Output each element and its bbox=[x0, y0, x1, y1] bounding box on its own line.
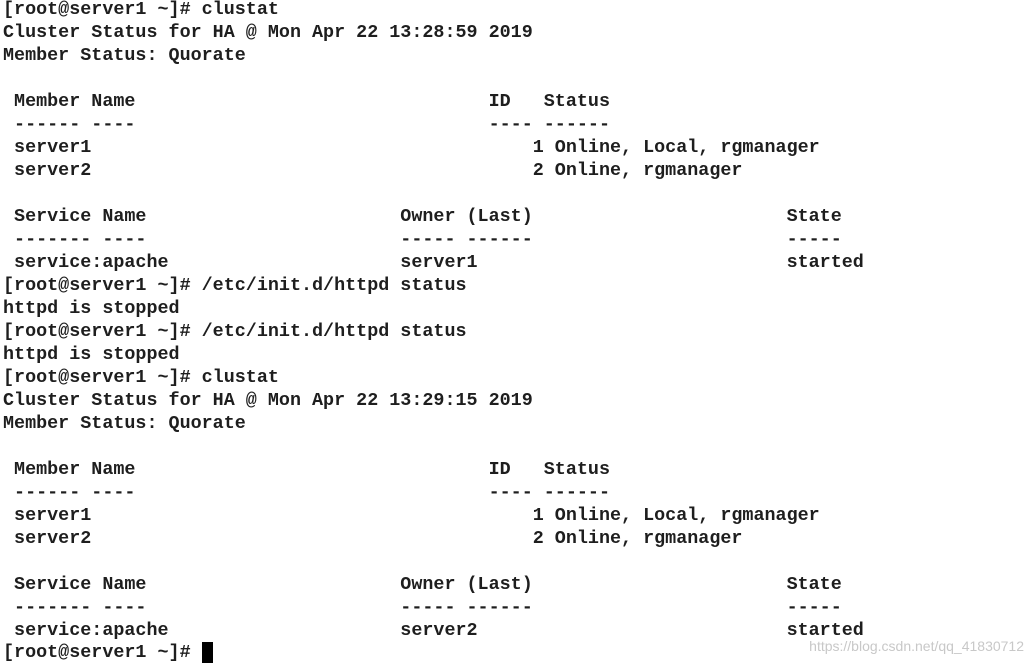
terminal-line: [root@server1 ~]# /etc/init.d/httpd stat… bbox=[3, 321, 467, 342]
terminal-line: Member Name ID Status bbox=[3, 91, 610, 112]
terminal-line: service:apache server2 started bbox=[3, 620, 864, 641]
terminal-line: [root@server1 ~]# clustat bbox=[3, 367, 279, 388]
terminal-line: server1 1 Online, Local, rgmanager bbox=[3, 137, 820, 158]
text-cursor bbox=[201, 642, 213, 663]
terminal-line: [root@server1 ~]# clustat bbox=[3, 0, 279, 20]
terminal-line: Cluster Status for HA @ Mon Apr 22 13:28… bbox=[3, 22, 533, 43]
terminal-line: Service Name Owner (Last) State bbox=[3, 574, 842, 595]
terminal-line: Service Name Owner (Last) State bbox=[3, 206, 842, 227]
terminal-line: httpd is stopped bbox=[3, 298, 180, 319]
terminal-line: Member Status: Quorate bbox=[3, 413, 246, 434]
terminal-line: Member Status: Quorate bbox=[3, 45, 246, 66]
terminal-line: service:apache server1 started bbox=[3, 252, 864, 273]
terminal-line: Member Name ID Status bbox=[3, 459, 610, 480]
terminal-line: httpd is stopped bbox=[3, 344, 180, 365]
terminal-line: server2 2 Online, rgmanager bbox=[3, 160, 743, 181]
watermark: https://blog.csdn.net/qq_41830712 bbox=[809, 638, 1024, 654]
terminal-line: ------ ---- ---- ------ bbox=[3, 482, 610, 503]
terminal-line: Cluster Status for HA @ Mon Apr 22 13:29… bbox=[3, 390, 533, 411]
terminal-line: ------- ---- ----- ------ ----- bbox=[3, 597, 842, 618]
terminal-line: server2 2 Online, rgmanager bbox=[3, 528, 743, 549]
shell-prompt: [root@server1 ~]# bbox=[3, 642, 191, 663]
terminal-line: server1 1 Online, Local, rgmanager bbox=[3, 505, 820, 526]
terminal-line: [root@server1 ~]# /etc/init.d/httpd stat… bbox=[3, 275, 467, 296]
terminal-line: ------- ---- ----- ------ ----- bbox=[3, 229, 842, 250]
terminal-prompt-line[interactable]: [root@server1 ~]# bbox=[3, 641, 213, 664]
terminal-line: ------ ---- ---- ------ bbox=[3, 114, 610, 135]
